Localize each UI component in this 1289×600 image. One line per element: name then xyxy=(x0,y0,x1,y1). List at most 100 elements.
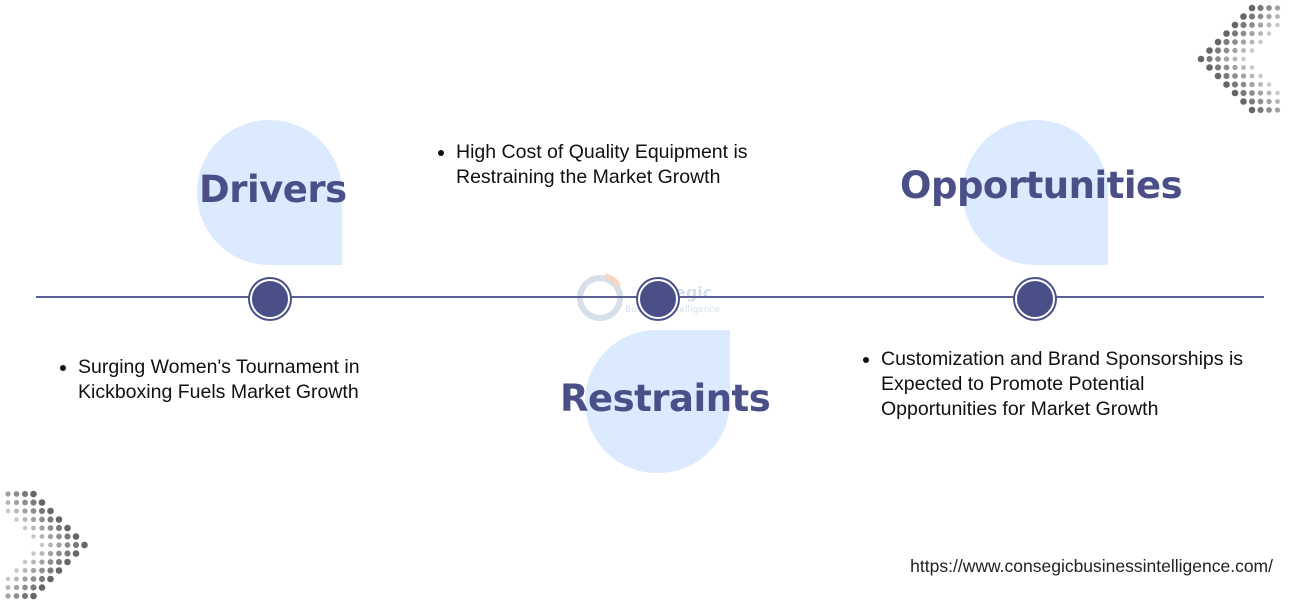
restraints-node xyxy=(638,279,678,319)
chevron-dot xyxy=(39,525,45,531)
chevron-dot xyxy=(81,541,88,549)
chevron-dot xyxy=(64,550,71,557)
chevron-dot xyxy=(1248,106,1256,114)
chevron-dot xyxy=(1258,31,1263,36)
chevron-dot xyxy=(64,533,71,540)
chevron-dot xyxy=(14,517,19,522)
chevron-dot xyxy=(39,551,45,556)
chevron-dot xyxy=(1215,56,1221,62)
chevron-dot xyxy=(1223,72,1230,80)
opportunities-bullet-text: Customization and Brand Sponsorships is … xyxy=(881,347,1257,422)
chevron-dot xyxy=(64,558,71,566)
chevron-dot xyxy=(5,576,11,582)
chevron-dot xyxy=(1249,30,1255,37)
chevron-dot xyxy=(1214,64,1222,71)
chevron-dot xyxy=(1240,98,1247,105)
chevron-dot xyxy=(21,490,29,498)
chevron-dot xyxy=(1266,22,1272,28)
chevron-dot xyxy=(1257,13,1264,20)
chevron-dot xyxy=(39,516,45,523)
chevron-dot xyxy=(14,508,19,514)
chevron-dot xyxy=(1248,4,1256,12)
drivers-blob xyxy=(197,120,342,265)
chevron-dot xyxy=(1266,31,1272,36)
chevron-dot xyxy=(38,499,46,506)
chevron-dot xyxy=(47,567,54,574)
chevron-dot xyxy=(1214,38,1222,46)
chevron-dot xyxy=(38,584,46,591)
chevron-dot xyxy=(22,525,28,531)
chevron-dot xyxy=(31,551,36,556)
chevron-dot xyxy=(1214,72,1222,80)
chevron-dot xyxy=(30,567,37,574)
chevron-dot xyxy=(30,490,37,498)
chevron-dot xyxy=(1257,22,1264,28)
chevron-dot xyxy=(47,516,54,523)
chevron-dot xyxy=(55,567,63,574)
restraints-title: Restraints xyxy=(560,377,771,420)
chevron-dot xyxy=(13,499,20,506)
chevron-dot xyxy=(1240,21,1247,29)
chevron-dot xyxy=(22,559,28,565)
chevron-dot xyxy=(1249,90,1255,96)
chevron-dot xyxy=(1241,48,1246,53)
chevron-dot xyxy=(55,516,63,523)
chevron-dot xyxy=(1241,65,1246,70)
chevron-dot xyxy=(1232,64,1238,71)
chevron-dot xyxy=(1231,21,1239,29)
chevron-dot xyxy=(1240,30,1247,37)
chevron-dot xyxy=(1214,47,1222,54)
chevron-dot xyxy=(56,542,62,548)
chevron-dot xyxy=(30,576,37,582)
chevron-dot xyxy=(31,525,36,531)
chevron-dot xyxy=(1266,5,1272,11)
chevron-dot xyxy=(5,500,11,505)
opportunities-bullet: Customization and Brand Sponsorships is … xyxy=(857,347,1257,422)
restraints-bullet-text: High Cost of Quality Equipment is Restra… xyxy=(456,140,812,190)
chevron-dot xyxy=(1248,98,1256,105)
chevron-dot xyxy=(1240,13,1247,20)
chevron-dot xyxy=(47,533,54,540)
chevron-dot xyxy=(1223,64,1230,71)
chevron-dot xyxy=(1223,38,1230,46)
chevron-dot xyxy=(64,524,71,532)
chevron-dot xyxy=(38,575,46,583)
opportunities-blob xyxy=(963,120,1108,265)
chevron-dot xyxy=(39,534,45,539)
chevron-dot xyxy=(1232,56,1238,62)
chevron-dot xyxy=(1197,55,1205,63)
chevron-dot xyxy=(22,508,28,514)
chevron-dot xyxy=(1266,90,1272,96)
drivers-title: Drivers xyxy=(199,168,347,211)
chevron-dot xyxy=(14,568,19,573)
chevron-dot xyxy=(1275,99,1280,104)
chevron-dot xyxy=(1249,48,1255,53)
chevron-dot xyxy=(22,576,28,582)
chevron-dot xyxy=(47,575,54,583)
chevron-dot xyxy=(30,499,37,506)
chevron-dot xyxy=(1231,89,1239,97)
chevron-dot xyxy=(47,559,54,565)
chevron-dot xyxy=(1240,73,1247,79)
chevron-dot xyxy=(1223,56,1230,62)
chevron-dot xyxy=(1275,14,1280,19)
chevron-dot xyxy=(22,499,28,506)
dotted-chevron-decoration-top xyxy=(1195,2,1289,118)
chevron-dot xyxy=(5,585,11,590)
chevron-dot xyxy=(64,542,71,548)
chevron-dot xyxy=(39,567,45,574)
chevron-dot xyxy=(31,559,36,565)
restraints-bullet: High Cost of Quality Equipment is Restra… xyxy=(432,140,812,190)
chevron-dot xyxy=(1258,73,1263,79)
chevron-dot xyxy=(1232,39,1238,45)
chevron-dot xyxy=(1266,82,1272,87)
restraints-blob xyxy=(585,330,730,473)
chevron-dot xyxy=(1257,4,1264,12)
chevron-dot xyxy=(13,491,20,497)
chevron-dot xyxy=(30,592,37,600)
chevron-dot xyxy=(1231,81,1239,88)
chevron-dot xyxy=(22,584,28,591)
footer-url[interactable]: https://www.consegicbusinessintelligence… xyxy=(910,556,1273,576)
chevron-dot xyxy=(1266,107,1272,113)
chevron-dot xyxy=(56,533,62,540)
